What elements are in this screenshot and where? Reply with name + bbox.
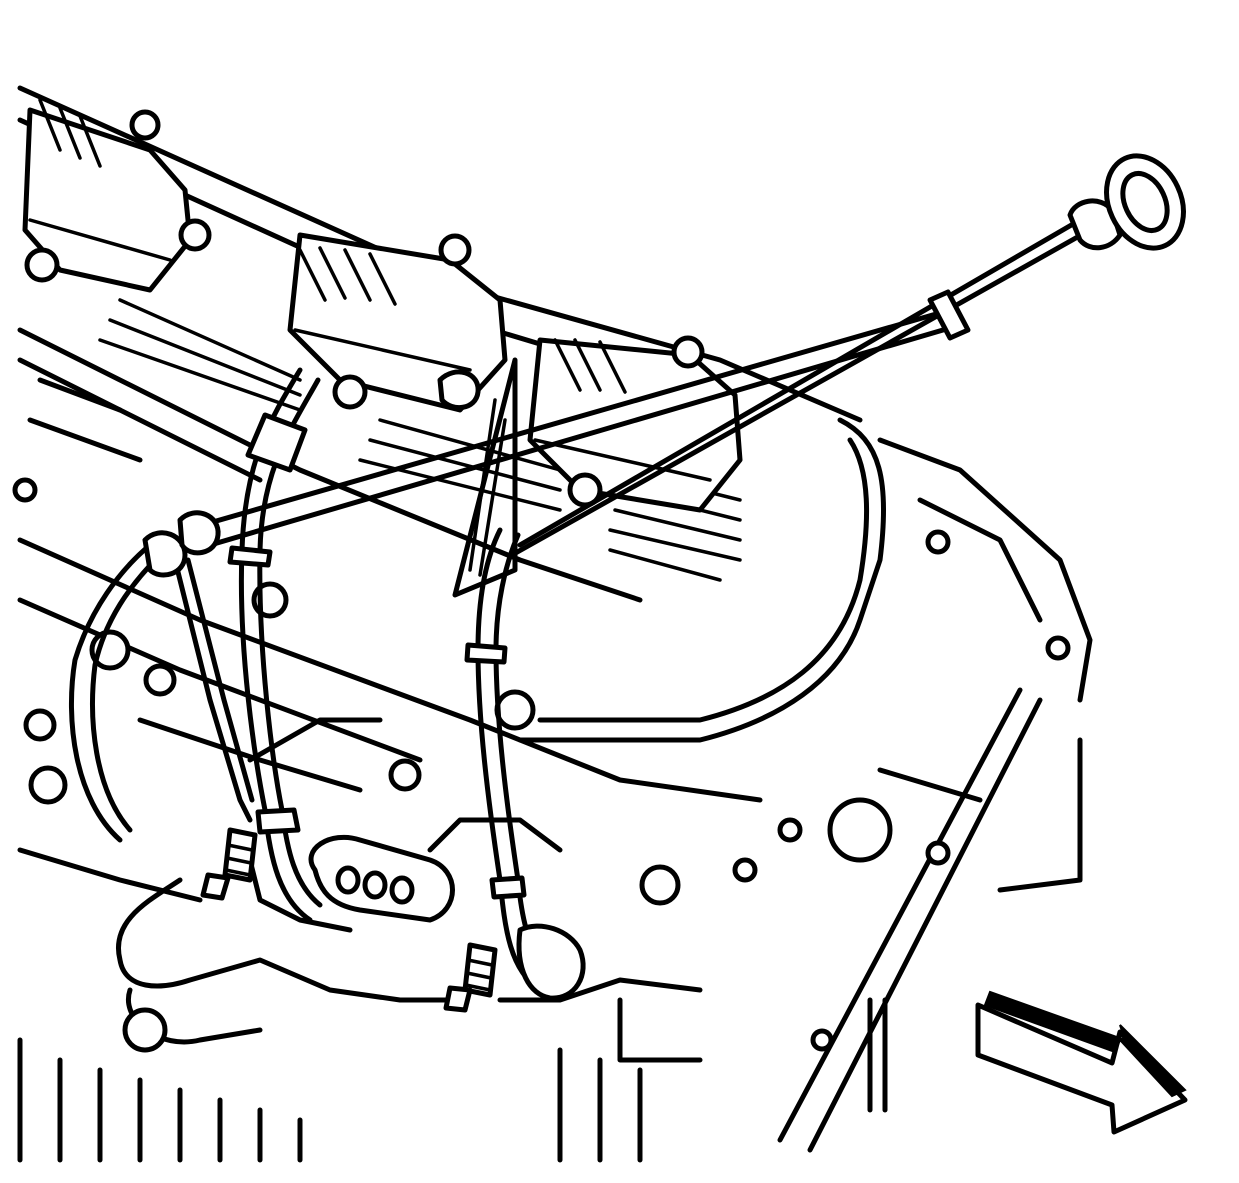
spark-plug-wire-left — [227, 367, 323, 923]
lower-block — [17, 537, 888, 1163]
tube-mount — [177, 369, 481, 556]
ignition-coil-1 — [22, 98, 212, 293]
exhaust-manifold — [116, 817, 703, 1063]
oil-dipstick-tube — [182, 198, 1123, 558]
ignition-coil-2 — [287, 232, 508, 413]
spark-plug-wire-right — [464, 527, 586, 1001]
front-direction-arrow-icon — [975, 990, 1188, 1135]
front-cover-plate — [732, 687, 1083, 1153]
callout-triangle — [452, 357, 518, 598]
dipstick-handle — [1104, 153, 1186, 251]
spark-plugs — [200, 827, 498, 1013]
cylinder-head-outline — [517, 417, 1093, 743]
sensor-flange — [308, 834, 455, 923]
wire-retainer-bracket — [69, 530, 255, 843]
